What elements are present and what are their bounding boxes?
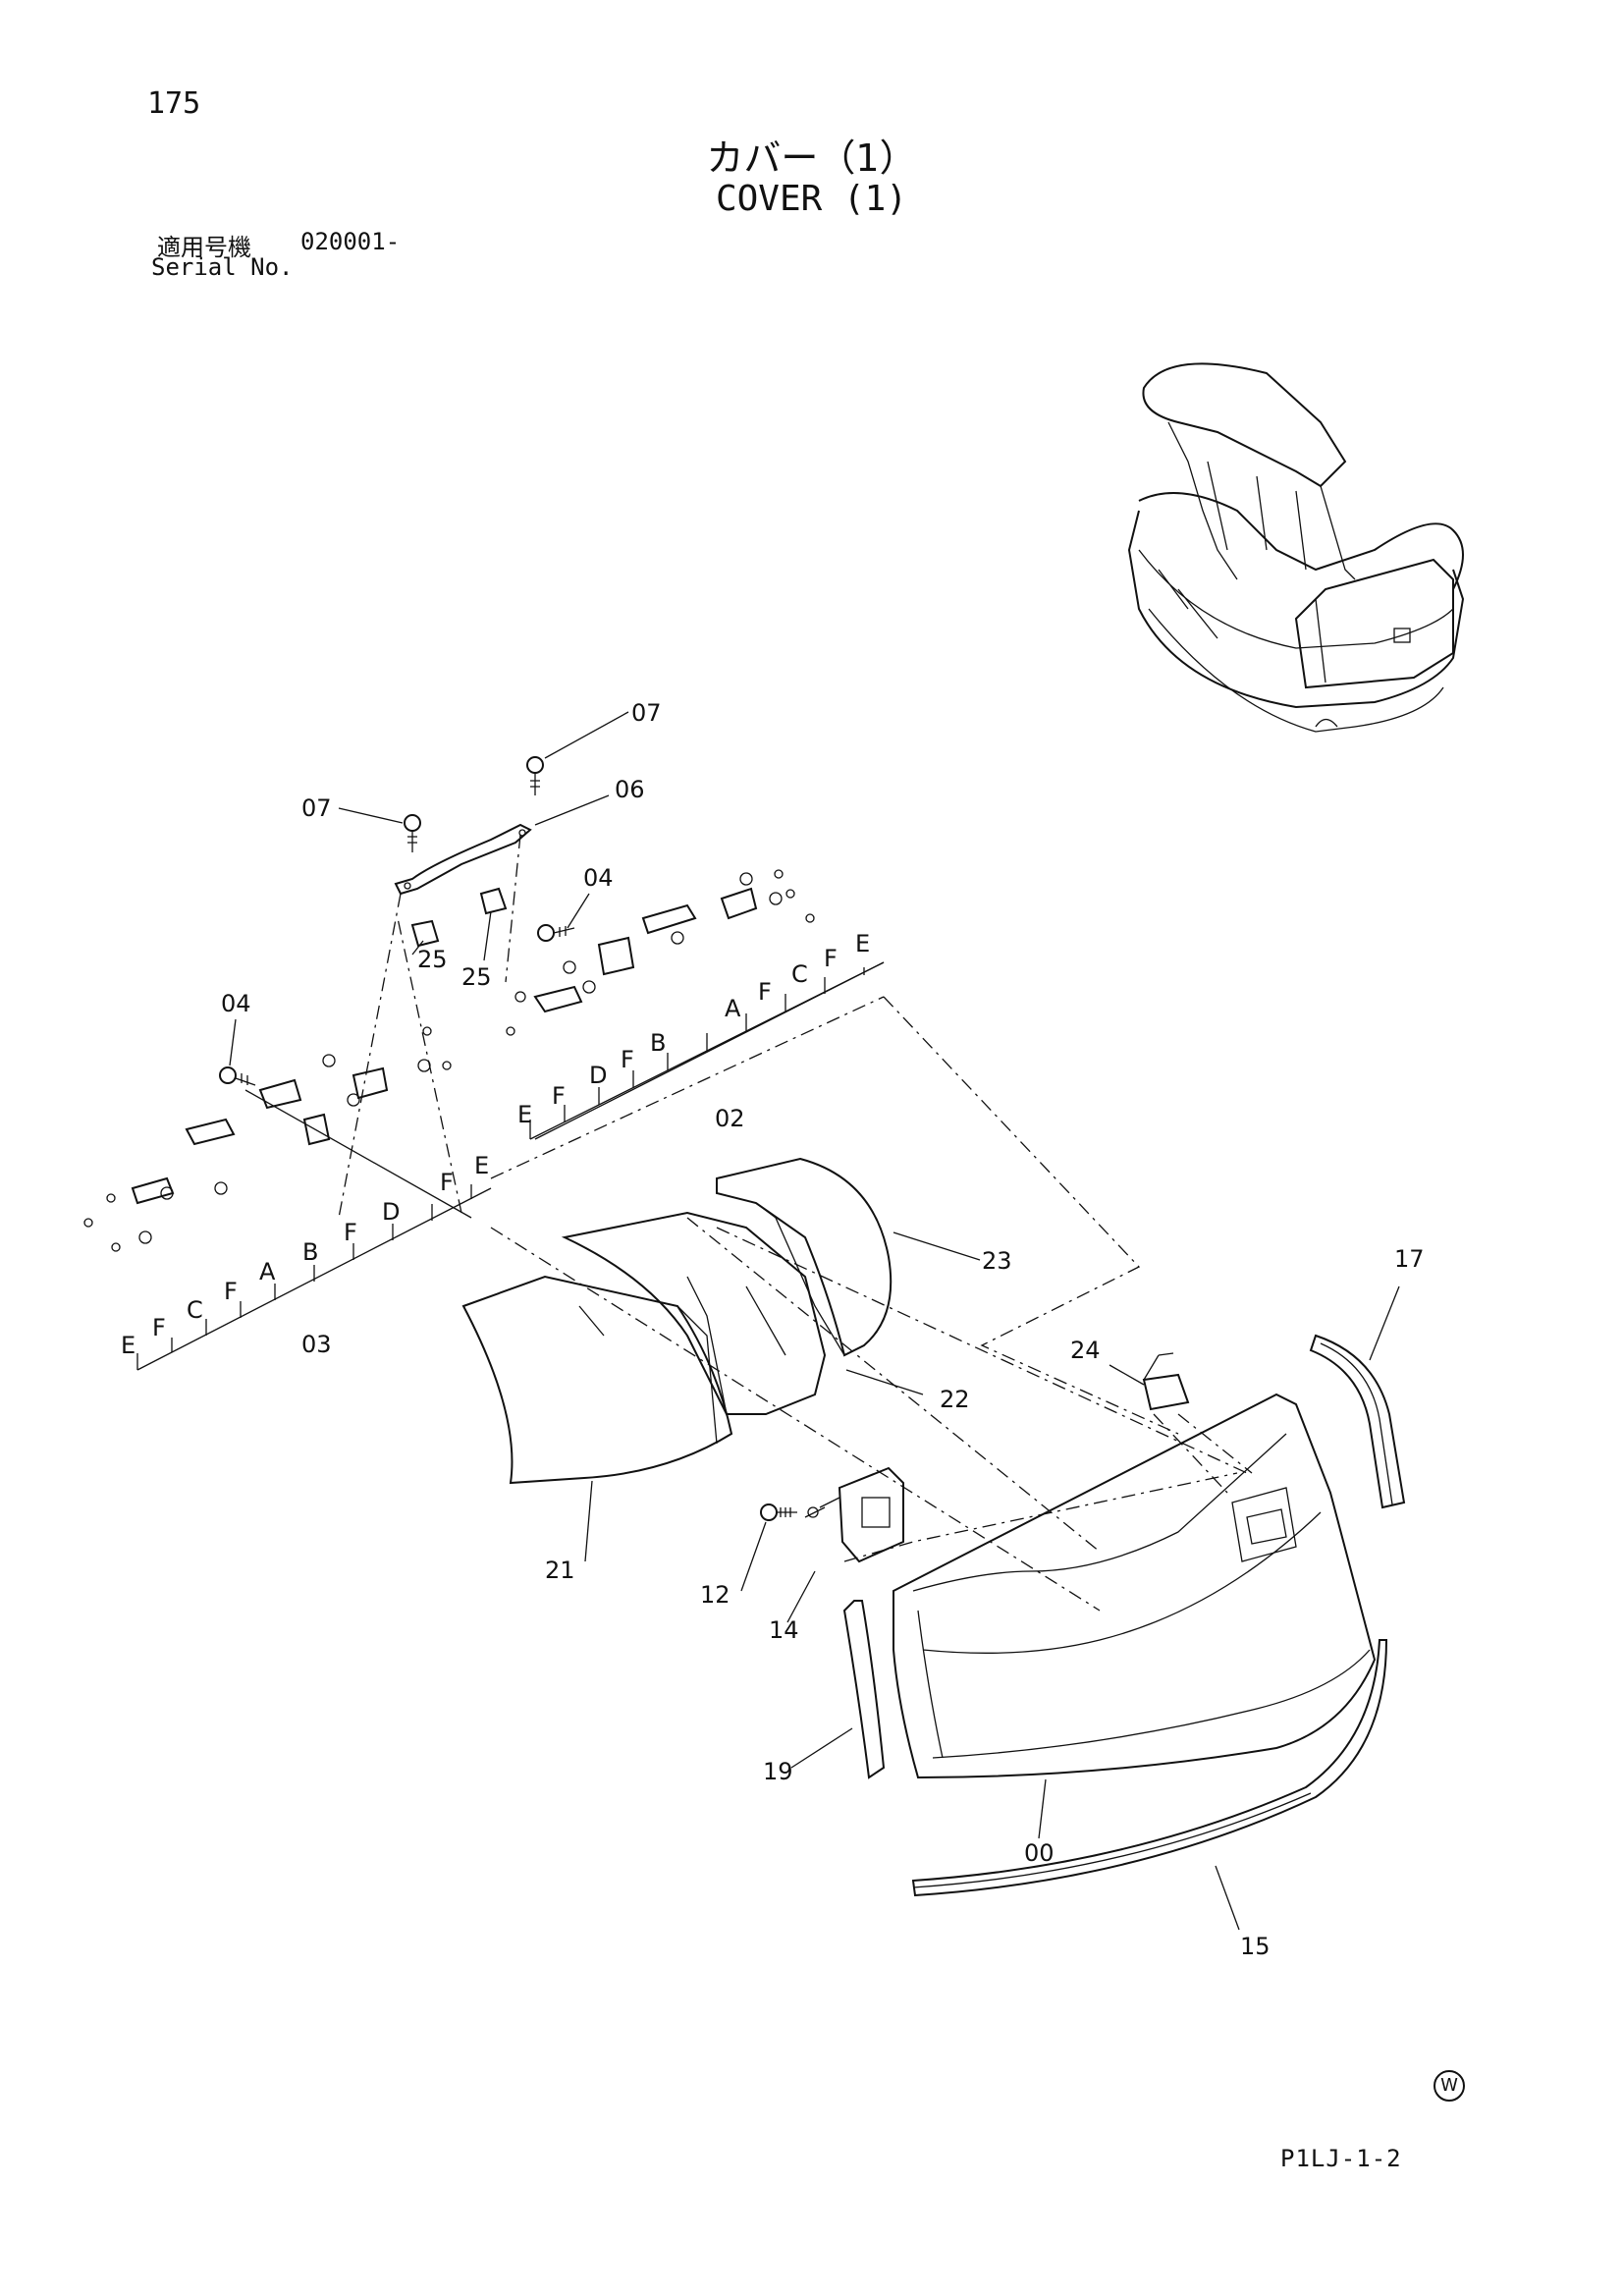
hinge-assembly-part-03	[83, 1026, 472, 1252]
page-title-japanese: カバー（1）	[706, 137, 917, 180]
hinge-letter: C	[791, 960, 808, 988]
pad-part-25	[410, 887, 508, 948]
hinge-letter: E	[855, 930, 870, 957]
watermark-symbol: W	[1434, 2070, 1465, 2102]
cover-panel-part-22	[561, 1211, 827, 1415]
hinge-letters-left: E F C F A B F D F E	[121, 1152, 489, 1359]
drawing-code: P1LJ-1-2	[1280, 2145, 1402, 2172]
callout-24: 24	[1070, 1337, 1101, 1364]
page-title-english: COVER (1)	[715, 179, 908, 219]
alignment-lines	[338, 834, 1253, 1612]
callout-03: 03	[301, 1331, 332, 1358]
bolt-part-12	[760, 1503, 797, 1521]
hinge-letter: F	[621, 1046, 634, 1073]
trim-strip-part-19	[842, 1600, 886, 1779]
cover-panel-part-23	[716, 1157, 893, 1357]
hinge-letter: B	[302, 1238, 318, 1266]
hinge-letter: E	[121, 1332, 135, 1359]
callout-leaders	[229, 711, 1400, 1931]
trim-strip-part-17	[1309, 1334, 1406, 1509]
callout-07: 07	[631, 699, 662, 727]
bracket-part-06	[394, 823, 532, 896]
cover-panel-part-21	[461, 1275, 733, 1485]
pad-part-24	[1142, 1352, 1190, 1411]
hinge-letter: F	[824, 945, 838, 972]
callout-06: 06	[615, 776, 645, 803]
callout-00: 00	[1024, 1839, 1055, 1867]
callout-25: 25	[417, 946, 448, 973]
hinge-letter: D	[589, 1062, 607, 1089]
hinge-letter: F	[440, 1169, 454, 1196]
callout-19: 19	[763, 1758, 793, 1785]
hinge-letter: F	[344, 1219, 357, 1246]
callout-04: 04	[583, 864, 614, 892]
bolt-part-07	[404, 756, 544, 852]
callout-labels: 07 07 06 04 04 25 25 02 03 23 22 21 24 1…	[221, 699, 1425, 1960]
cover-part-00	[893, 1393, 1377, 1779]
hinge-letter: C	[187, 1296, 203, 1324]
handle-bracket-part-14	[804, 1466, 904, 1563]
hinge-letter: D	[382, 1198, 400, 1226]
hinge-letter: F	[758, 978, 772, 1006]
hinge-letter: F	[152, 1314, 166, 1341]
hinge-letter: E	[517, 1101, 532, 1128]
hinge-letters-right: E F D F B A F C F E	[517, 930, 870, 1128]
callout-22: 22	[940, 1386, 970, 1413]
group-bracket-02	[529, 961, 885, 1140]
callout-12: 12	[700, 1581, 730, 1609]
serial-label-japanese: 適用号機	[157, 234, 251, 261]
hinge-letter: A	[259, 1258, 276, 1285]
serial-label-english: Serial No.	[151, 253, 294, 281]
hinge-letter: F	[224, 1278, 238, 1305]
callout-04: 04	[221, 990, 251, 1017]
hinge-letter: B	[650, 1029, 666, 1057]
page-number: 175	[147, 86, 201, 121]
callout-17: 17	[1394, 1245, 1425, 1273]
group-bracket-03	[136, 1184, 492, 1371]
callout-07: 07	[301, 794, 332, 822]
callout-23: 23	[982, 1247, 1012, 1275]
callout-15: 15	[1240, 1933, 1271, 1960]
callout-25: 25	[461, 963, 492, 991]
machine-overview-illustration	[1127, 362, 1465, 733]
serial-number-value: 020001-	[300, 228, 401, 255]
callout-14: 14	[769, 1616, 799, 1644]
hinge-letter: F	[552, 1082, 566, 1110]
seal-strip-part-15	[911, 1639, 1388, 1897]
callout-02: 02	[715, 1105, 745, 1132]
hinge-letter: E	[474, 1152, 489, 1179]
callout-21: 21	[545, 1557, 575, 1584]
hinge-letter: A	[725, 995, 741, 1022]
